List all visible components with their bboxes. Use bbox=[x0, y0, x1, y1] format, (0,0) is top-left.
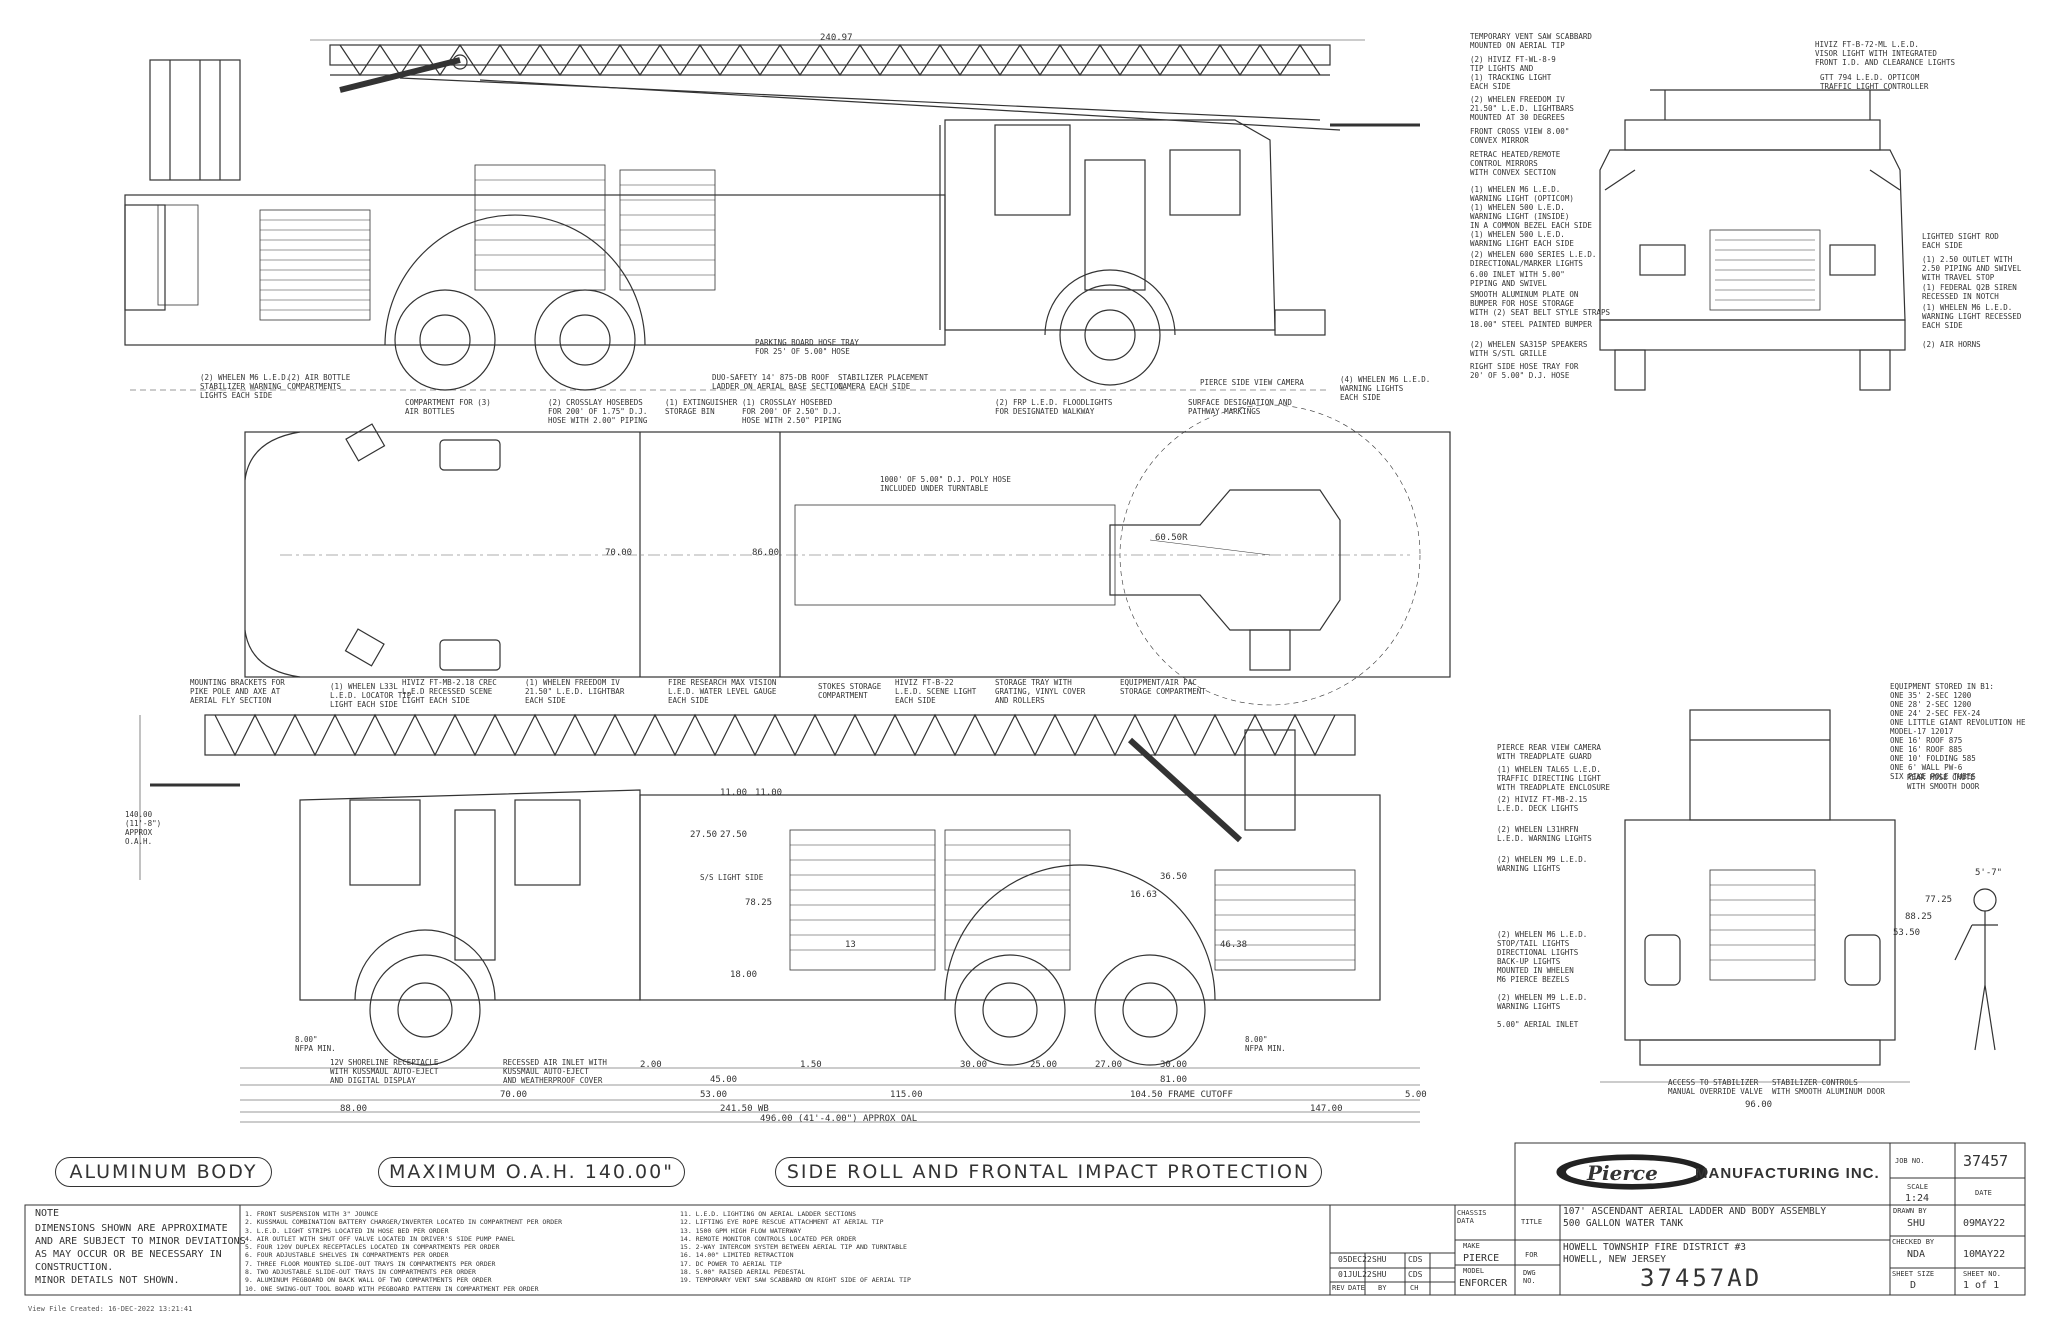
sheet-size: D bbox=[1910, 1280, 1917, 1291]
plan-width2-dim: 86.00 bbox=[752, 548, 780, 558]
notes-list-2: 11. L.E.D. LIGHTING ON AERIAL LADDER SEC… bbox=[680, 1210, 911, 1285]
overall-width-dim: 240.97 bbox=[820, 33, 853, 43]
date-label: DATE bbox=[1975, 1189, 1992, 1197]
drawing-title: 107' ASCENDANT AERIAL LADDER AND BODY AS… bbox=[1563, 1206, 1827, 1229]
sheet-no: 1 of 1 bbox=[1963, 1280, 2000, 1291]
sheet-size-label: SHEET SIZE bbox=[1892, 1270, 1935, 1278]
hose-load-note: 1000' OF 5.00" D.J. POLY HOSE INCLUDED U… bbox=[880, 475, 1011, 493]
chassis-data-label: CHASSIS DATA bbox=[1457, 1209, 1487, 1225]
plan-view bbox=[244, 404, 1451, 706]
notes-list-1: 1. FRONT SUSPENSION WITH 3" JOUNCE 2. KU… bbox=[245, 1210, 562, 1293]
drawn-date: 09MAY22 bbox=[1963, 1218, 2006, 1229]
rev-row-2-ch: CDS bbox=[1408, 1270, 1423, 1279]
job-no: 37457 bbox=[1963, 1152, 2009, 1170]
job-no-label: JOB NO. bbox=[1895, 1157, 1925, 1165]
overall-length-dim: 496.00 (41'-4.00") APPROX OAL bbox=[760, 1114, 918, 1124]
rev-col-date: DATE bbox=[1348, 1284, 1365, 1292]
max-oah-banner: MAXIMUM O.A.H. 140.00" bbox=[378, 1157, 685, 1187]
rev-col-rev: REV bbox=[1332, 1284, 1345, 1292]
drawing-number: 37457AD bbox=[1640, 1264, 1763, 1292]
plan-width-dim: 70.00 bbox=[605, 548, 633, 558]
checked-date: 10MAY22 bbox=[1963, 1249, 2006, 1260]
model-value: ENFORCER bbox=[1459, 1278, 1508, 1289]
title-block: Pierce MANUFACTURING INC. CHASSIS DATA M… bbox=[1455, 1143, 2025, 1295]
make-value: PIERCE bbox=[1463, 1253, 1500, 1264]
top-side-view bbox=[124, 39, 1420, 391]
sheet-no-label: SHEET NO. bbox=[1963, 1270, 2001, 1278]
model-label: MODEL bbox=[1463, 1267, 1485, 1275]
scale-label: SCALE bbox=[1907, 1183, 1929, 1191]
notes-heading: NOTE bbox=[35, 1208, 60, 1219]
aluminum-body-banner: ALUMINUM BODY bbox=[55, 1157, 272, 1187]
file-footer: View File Created: 16-DEC-2022 13:21:41 bbox=[28, 1305, 193, 1313]
rev-row-1-date: 05DEC22 bbox=[1338, 1255, 1372, 1264]
drawn-by: SHU bbox=[1907, 1218, 1926, 1229]
scale-value: 1:24 bbox=[1905, 1193, 1930, 1204]
drawn-by-label: DRAWN BY bbox=[1893, 1207, 1927, 1215]
rev-col-ch: CH bbox=[1410, 1284, 1419, 1292]
pierce-logo-text: Pierce bbox=[1587, 1161, 1658, 1185]
rev-col-by: BY bbox=[1378, 1284, 1387, 1292]
rev-row-2-by: SHU bbox=[1372, 1270, 1387, 1279]
turntable-radius: 60.50R bbox=[1155, 533, 1188, 543]
title-label: TITLE bbox=[1521, 1218, 1543, 1226]
impact-protection-banner: SIDE ROLL AND FRONTAL IMPACT PROTECTION bbox=[775, 1157, 1322, 1187]
nfpa-front: 8.00" NFPA MIN. bbox=[295, 1035, 336, 1053]
wheelbase-dim: 241.50 WB bbox=[720, 1104, 769, 1114]
rev-row-1-by: SHU bbox=[1372, 1255, 1387, 1264]
light-side-label: S/S LIGHT SIDE bbox=[700, 873, 764, 882]
checked-by-label: CHECKED BY bbox=[1892, 1238, 1935, 1246]
rev-row-1-ch: CDS bbox=[1408, 1255, 1423, 1264]
rev-row-2-date: 01JUL22 bbox=[1338, 1270, 1372, 1279]
customer: HOWELL TOWNSHIP FIRE DISTRICT #3 HOWELL,… bbox=[1563, 1242, 1747, 1265]
bottom-side-view bbox=[139, 713, 1420, 1123]
checked-by: NDA bbox=[1907, 1249, 1926, 1260]
notes-text: DIMENSIONS SHOWN ARE APPROXIMATE AND ARE… bbox=[35, 1223, 246, 1286]
dwg-no-label: DWG NO. bbox=[1523, 1269, 1536, 1285]
rollup-door-lines bbox=[260, 179, 715, 311]
rear-view bbox=[1600, 709, 1998, 1083]
bottom-view-wheels bbox=[369, 954, 1206, 1066]
oah-height-dim: 140.00 (11'-8") APPROX O.A.H. bbox=[125, 810, 162, 846]
nfpa-rear: 8.00" NFPA MIN. bbox=[1245, 1035, 1286, 1053]
front-view bbox=[1599, 89, 1906, 391]
make-label: MAKE bbox=[1463, 1242, 1480, 1250]
company-name: MANUFACTURING INC. bbox=[1695, 1165, 1880, 1182]
revision-block: 05DEC22 SHU CDS 01JUL22 SHU CDS REV DATE… bbox=[1330, 1253, 1455, 1295]
for-label: FOR bbox=[1525, 1251, 1538, 1259]
title-block-grid bbox=[24, 1142, 2026, 1296]
